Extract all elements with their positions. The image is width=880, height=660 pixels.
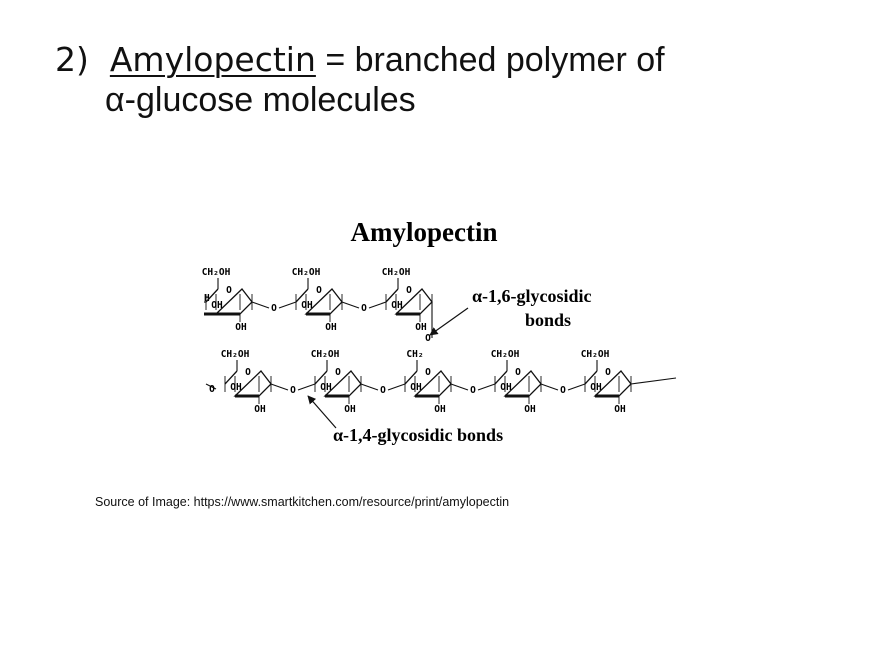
glucose-ring: O CH₂OH OH OH xyxy=(311,349,362,415)
glycosidic-bond xyxy=(297,383,316,391)
ch2oh-label: CH₂OH xyxy=(311,349,340,360)
title-number: 2) xyxy=(55,40,89,79)
bridge-oxygen: O xyxy=(380,385,386,396)
title-line-1: 2) Amylopectin = branched polymer of xyxy=(55,40,665,80)
oh-label: OH xyxy=(235,322,247,333)
oh-label: OH xyxy=(410,382,422,393)
ch2oh-label: CH₂OH xyxy=(292,267,321,278)
glycosidic-bond xyxy=(387,383,406,391)
bridge-oxygen: O xyxy=(361,303,367,314)
oh-label: OH xyxy=(434,404,446,415)
oh-label: OH xyxy=(590,382,602,393)
ring-oxygen: O xyxy=(316,285,322,296)
arrow-14 xyxy=(307,395,337,429)
ring-oxygen: O xyxy=(425,367,431,378)
glycosidic-bond xyxy=(360,383,379,391)
glucose-ring: O CH₂OH OH OH xyxy=(382,267,433,333)
ch2oh-label: CH₂ xyxy=(406,349,423,360)
ch2oh-label: CH₂OH xyxy=(382,267,411,278)
ch2oh-label: CH₂OH xyxy=(491,349,520,360)
ring-oxygen: O xyxy=(605,367,611,378)
ring-oxygen: O xyxy=(406,285,412,296)
arrow-16 xyxy=(429,307,469,336)
bottom-chain: OOCH₂OHOHOHOOCH₂OHOHOHOOCH₂OHOHOOCH₂OHOH… xyxy=(205,349,677,415)
glycosidic-bond xyxy=(270,383,289,391)
title-line-2: α-glucose molecules xyxy=(105,81,416,119)
label-alpha-14: α-1,4-glycosidic bonds xyxy=(333,425,503,445)
title-definition: = branched polymer of xyxy=(315,41,665,79)
ch2oh-label: CH₂OH xyxy=(221,349,250,360)
ch2oh-label: CH₂OH xyxy=(581,349,610,360)
glycosidic-bond xyxy=(540,383,559,391)
structure-svg: Amylopectin HOCH₂OHOHOHOOCH₂OHOHOHOOCH₂O… xyxy=(202,217,677,445)
oh-label: OH xyxy=(230,382,242,393)
glycosidic-bond xyxy=(341,301,360,309)
glycosidic-bond xyxy=(567,383,586,391)
chain-bond-left xyxy=(205,383,217,390)
left-oxygen: O xyxy=(209,384,215,395)
oh-label: OH xyxy=(415,322,427,333)
glucose-ring: O CH₂OH OH OH xyxy=(491,349,542,415)
ch2oh-label: CH₂OH xyxy=(202,267,231,278)
glucose-ring: O CH₂OH OH OH xyxy=(221,349,272,415)
image-source-caption: Source of Image: https://www.smartkitche… xyxy=(95,495,510,509)
glycosidic-bond xyxy=(477,383,496,391)
oh-label: OH xyxy=(254,404,266,415)
title-term: Amylopectin xyxy=(109,40,316,79)
oh-label: OH xyxy=(301,300,313,311)
label-alpha-16-line1: α-1,6-glycosidic xyxy=(472,286,592,306)
ring-oxygen: O xyxy=(226,285,232,296)
chain-bond-right xyxy=(630,377,677,385)
h-label: H xyxy=(204,293,210,304)
glucose-ring: O CH₂OH OH OH xyxy=(581,349,632,415)
oh-label: OH xyxy=(325,322,337,333)
glycosidic-bond xyxy=(368,301,387,309)
label-alpha-16-line2: bonds xyxy=(525,310,571,330)
bridge-oxygen: O xyxy=(271,303,277,314)
ring-oxygen: O xyxy=(515,367,521,378)
bridge-oxygen: O xyxy=(560,385,566,396)
oh-label: OH xyxy=(614,404,626,415)
slide-title: 2) Amylopectin = branched polymer of α-g… xyxy=(55,40,665,120)
bridge-oxygen: O xyxy=(290,385,296,396)
oh-label: OH xyxy=(524,404,536,415)
oh-label: OH xyxy=(500,382,512,393)
oh-label: OH xyxy=(211,300,223,311)
diagram-title: Amylopectin xyxy=(351,217,498,247)
branch-oxygen: O xyxy=(425,333,431,344)
glycosidic-bond xyxy=(450,383,469,391)
glucose-ring: O CH₂OH OH OH xyxy=(202,267,253,333)
glucose-ring: O CH₂OH OH OH xyxy=(292,267,343,333)
glycosidic-bond xyxy=(278,301,297,309)
bridge-oxygen: O xyxy=(470,385,476,396)
ring-oxygen: O xyxy=(245,367,251,378)
oh-label: OH xyxy=(320,382,332,393)
oh-label: OH xyxy=(344,404,356,415)
oh-label: OH xyxy=(391,300,403,311)
glycosidic-bond xyxy=(251,301,270,309)
ring-oxygen: O xyxy=(335,367,341,378)
